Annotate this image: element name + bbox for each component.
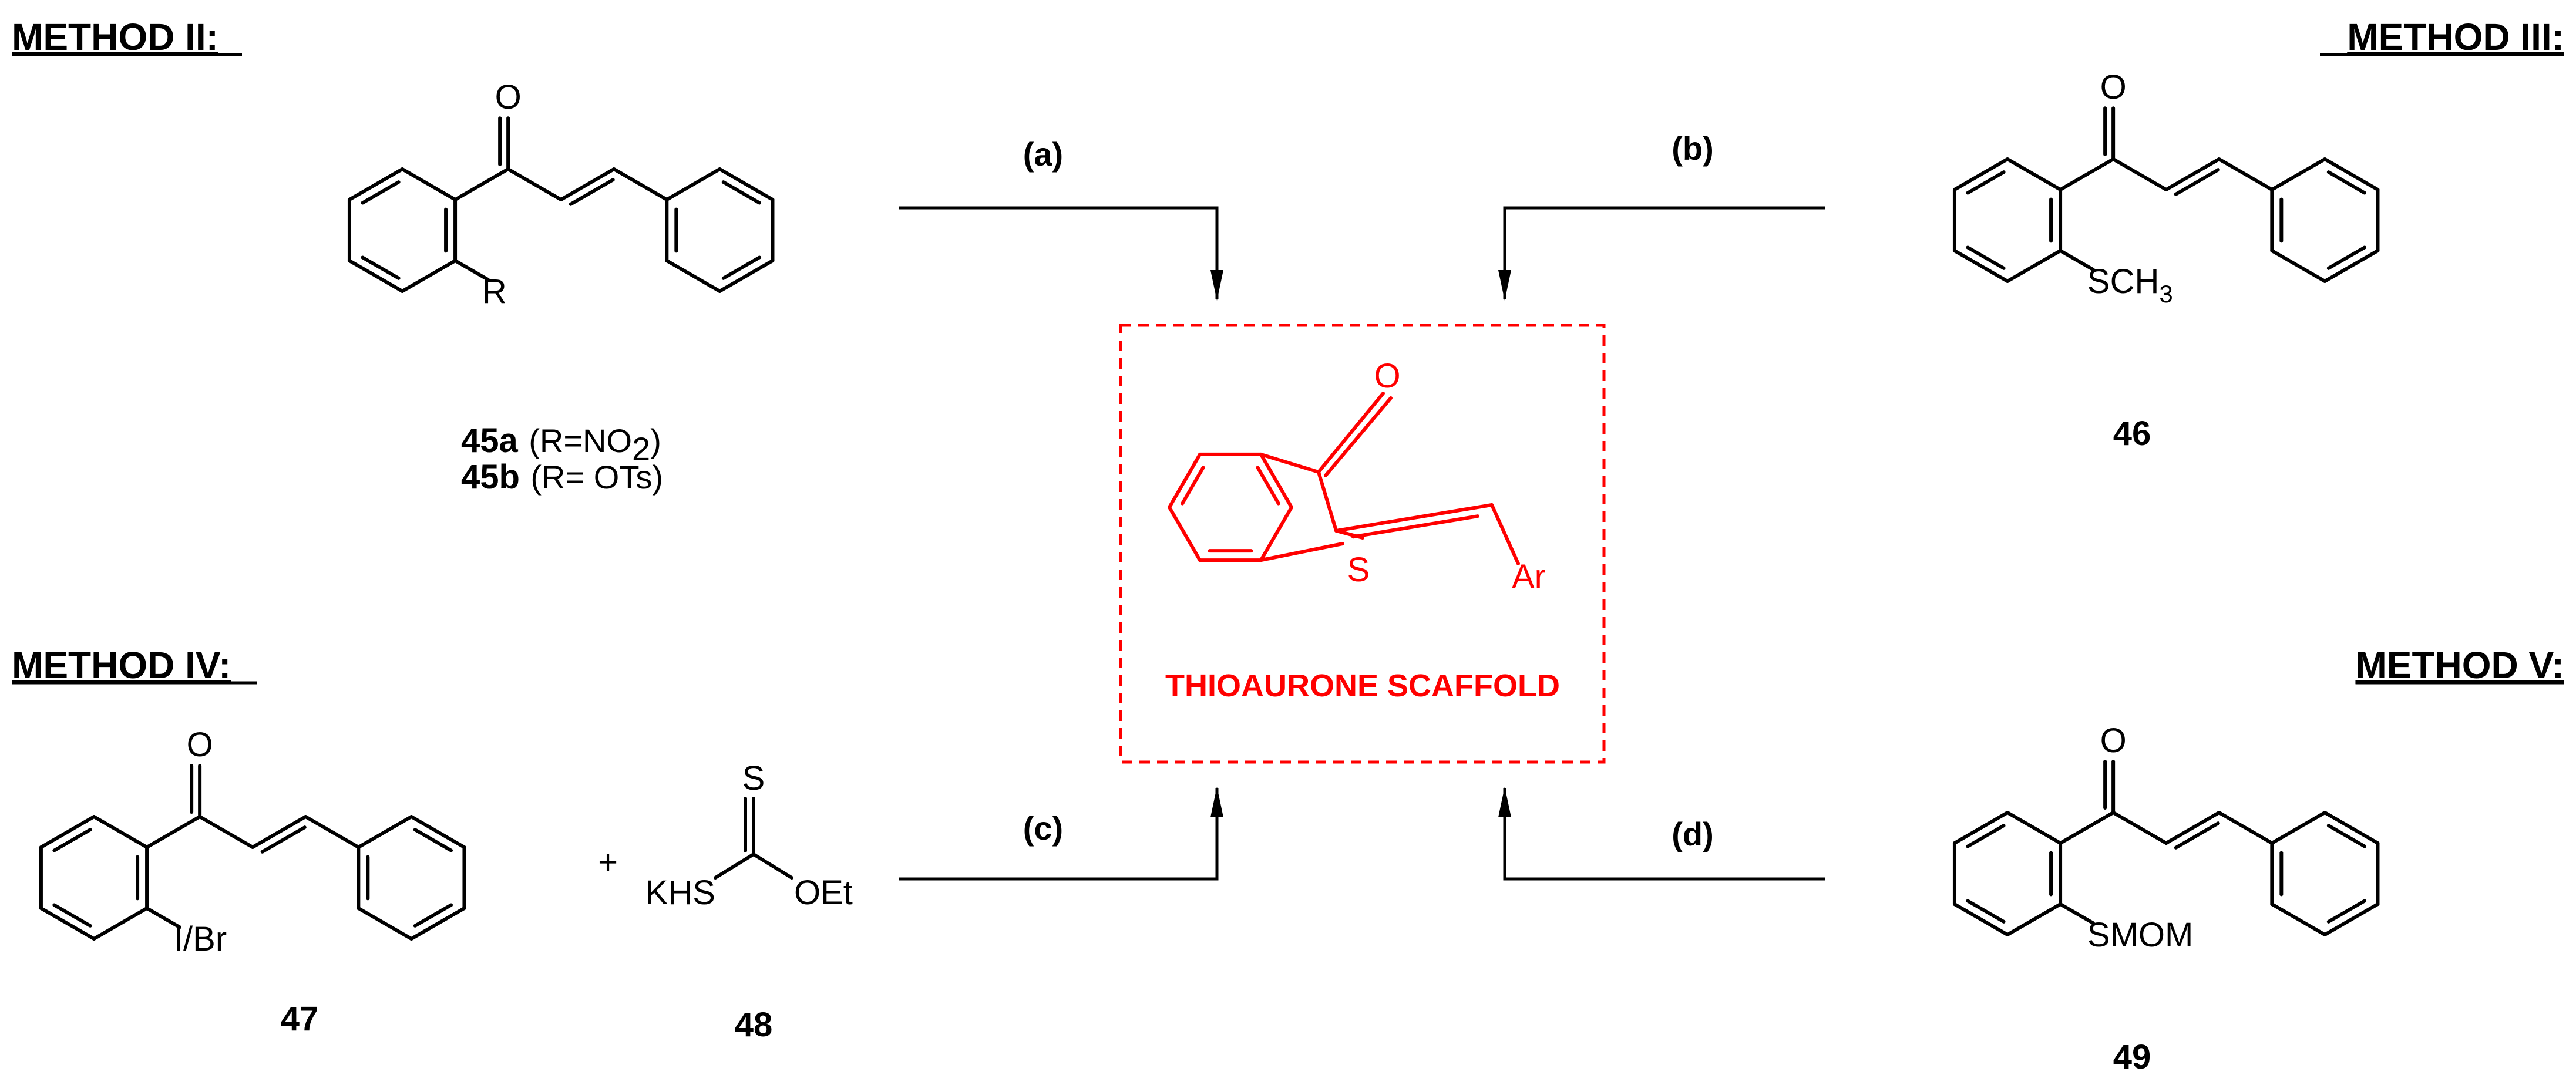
- compound-48-thione-sulfur: S: [742, 759, 765, 797]
- compound-45b-number: 45b: [461, 458, 520, 496]
- step-c-label: (c): [1023, 810, 1063, 847]
- compound-46-number: 46: [2113, 415, 2151, 453]
- compound-46-substituent: SCH3: [2087, 262, 2173, 308]
- compound-45a-note: (R=NO: [529, 422, 632, 459]
- compound-45-substituent: R: [482, 272, 507, 311]
- compound-45-structure: [347, 116, 775, 293]
- compound-45a-note-close: ): [650, 422, 661, 459]
- method-iv-heading: METHOD IV:: [12, 644, 231, 686]
- scaffold-title: THIOAURONE SCAFFOLD: [1165, 668, 1560, 703]
- compound-47-oxygen: O: [187, 726, 213, 764]
- compound-45b-label: 45b (R= OTs): [461, 458, 663, 496]
- compound-45a-label: 45a (R=NO2): [461, 422, 661, 467]
- compound-47-number: 47: [281, 1000, 319, 1038]
- method-v-heading: METHOD V:: [2355, 644, 2564, 686]
- step-d-label: (d): [1672, 816, 1714, 852]
- arrow-c: [899, 787, 1223, 881]
- compound-49-structure: [1952, 760, 2380, 936]
- compound-46-structure: [1952, 106, 2380, 283]
- method-iii-heading: METHOD III:: [2347, 16, 2564, 58]
- arrow-d: [1498, 787, 1825, 881]
- compound-45a-number: 45a: [461, 422, 519, 460]
- compound-48-khs: KHS: [645, 874, 715, 912]
- step-b-label: (b): [1672, 130, 1714, 167]
- compound-48-structure: [714, 797, 793, 880]
- compound-49-oxygen: O: [2100, 722, 2127, 760]
- compound-46-substituent-subscript: 3: [2159, 280, 2173, 308]
- method-ii-heading: METHOD II:: [12, 16, 218, 58]
- compound-49-number: 49: [2113, 1038, 2151, 1076]
- compound-45-oxygen: O: [495, 78, 522, 116]
- compound-48-number: 48: [735, 1006, 773, 1044]
- thioaurone-structure: [1168, 392, 1520, 565]
- scaffold-box: [1119, 324, 1606, 764]
- step-a-label: (a): [1023, 136, 1063, 173]
- scaffold-sulfur: S: [1347, 551, 1370, 589]
- plus-sign: +: [598, 843, 618, 881]
- compound-48-oet: OEt: [794, 874, 853, 912]
- compound-45b-note: (R= OTs): [530, 459, 663, 496]
- compound-49-substituent: SMOM: [2087, 916, 2193, 954]
- arrow-a: [899, 206, 1223, 301]
- arrow-b: [1498, 206, 1825, 301]
- compound-47-substituent: I/Br: [174, 920, 227, 958]
- compound-46-oxygen: O: [2100, 68, 2127, 106]
- compound-45a-subscript: 2: [632, 430, 650, 467]
- compound-47-structure: [39, 764, 466, 941]
- scaffold-oxygen: O: [1374, 357, 1400, 395]
